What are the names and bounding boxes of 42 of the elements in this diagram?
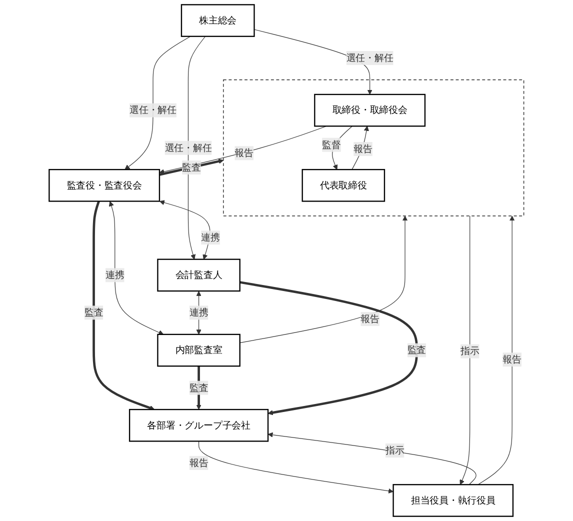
node-box: 会計監査人 <box>157 258 240 292</box>
arrow <box>188 36 206 260</box>
edge-label: 選任・解任 <box>130 104 176 116</box>
arrow <box>460 216 470 485</box>
arrow <box>240 216 408 344</box>
edge-label: 連携 <box>106 269 124 280</box>
node-box: 取締役・取締役会 <box>314 94 426 127</box>
node-box: 担当役員・執行役員 <box>392 484 514 517</box>
arrow <box>159 200 210 260</box>
arrow <box>268 432 476 485</box>
edge-label: 指示 <box>385 444 404 456</box>
cluster <box>223 80 524 216</box>
arrow <box>478 216 515 485</box>
edge-label: 報告 <box>360 313 380 324</box>
node-box: 株主総会 <box>180 4 255 37</box>
edge-label: 報告 <box>354 143 372 154</box>
arrow <box>92 200 155 410</box>
arrow <box>198 440 394 494</box>
edge-label: 連携 <box>189 306 208 318</box>
arrow <box>108 201 164 335</box>
arrow <box>352 126 369 170</box>
edge-label: 監督 <box>322 138 341 150</box>
edge-label: 連携 <box>201 232 220 243</box>
edge-label: 選任・解任 <box>164 142 212 154</box>
edge-label: 監査 <box>407 344 426 356</box>
arrow <box>159 158 224 176</box>
edge-label: 報告 <box>189 457 208 468</box>
node-box: 内部監査室 <box>157 334 240 367</box>
edge-label: 監査 <box>84 306 104 318</box>
arrow <box>124 36 191 170</box>
arrow <box>240 281 418 416</box>
edge-label: 報告 <box>502 354 522 365</box>
edge-label: 報告 <box>234 147 254 158</box>
edge-label: 指示 <box>460 345 480 357</box>
arrow <box>196 366 202 410</box>
edge-label: 選任・解任 <box>346 52 394 64</box>
arrow <box>196 291 202 335</box>
node-box: 各部署・グループ子会社 <box>128 408 269 442</box>
node-box: 代表取締役 <box>302 168 386 202</box>
node-box: 監査役・監査役会 <box>48 168 160 202</box>
edge-label: 監査 <box>189 382 208 394</box>
edge-label: 監査 <box>182 162 201 173</box>
